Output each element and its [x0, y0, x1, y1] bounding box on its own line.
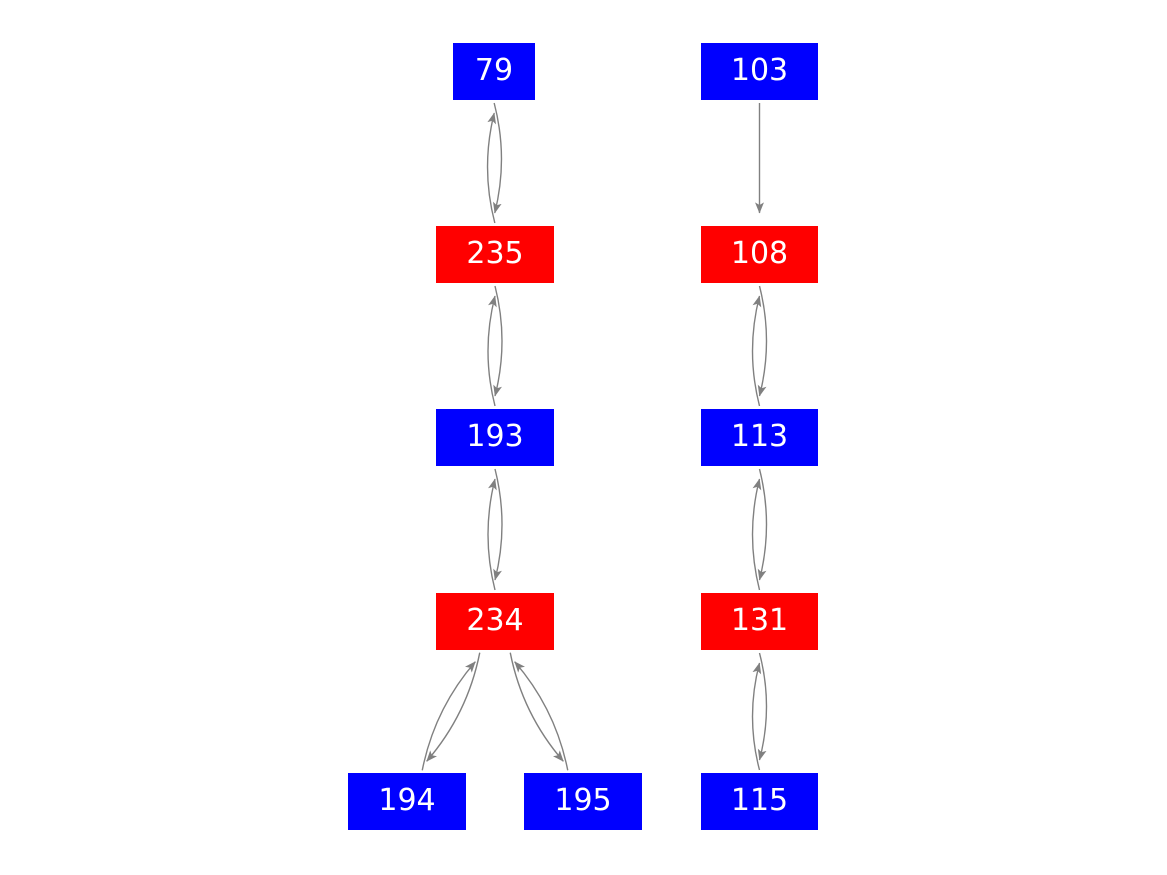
- graph-edge-108-to-113: [757, 285, 768, 397]
- graph-node-194[interactable]: 194: [348, 773, 466, 830]
- graph-node-79[interactable]: 79: [453, 43, 535, 100]
- graph-edge-194-to-234: [421, 661, 476, 771]
- graph-edge-79-to-235: [492, 102, 503, 214]
- graph-edge-193-to-235: [487, 295, 497, 407]
- graph-node-label: 103: [730, 52, 789, 88]
- graph-edge-234-to-193: [487, 478, 497, 591]
- graph-edge-113-to-108: [751, 295, 762, 407]
- graph-node-label: 195: [554, 782, 612, 818]
- graph-node-235[interactable]: 235: [436, 226, 554, 283]
- graph-edge-131-to-115: [757, 652, 768, 761]
- graph-edge-131-to-113: [751, 478, 762, 591]
- graph-node-label: 115: [730, 782, 789, 818]
- graph-node-103[interactable]: 103: [701, 43, 818, 100]
- graph-node-108[interactable]: 108: [701, 226, 818, 283]
- graph-node-label: 235: [466, 235, 524, 271]
- graph-node-label: 193: [466, 418, 524, 454]
- graph-node-label: 113: [730, 418, 789, 454]
- graph-edge-235-to-79: [486, 112, 497, 224]
- graph-edge-234-to-194: [426, 652, 481, 762]
- graph-node-label: 234: [466, 602, 524, 638]
- graph-node-195[interactable]: 195: [524, 773, 642, 830]
- graph-node-label: 194: [378, 782, 436, 818]
- graph-node-label: 131: [730, 602, 789, 638]
- graph-edge-113-to-131: [757, 468, 768, 581]
- graph-edge-234-to-195: [509, 652, 564, 762]
- graph-edge-193-to-234: [493, 468, 503, 581]
- graph-node-label: 79: [474, 52, 514, 88]
- graph-edge-235-to-193: [493, 285, 503, 397]
- graph-edge-115-to-131: [751, 662, 762, 771]
- graph-node-113[interactable]: 113: [701, 409, 818, 466]
- graph-node-193[interactable]: 193: [436, 409, 554, 466]
- graph-node-115[interactable]: 115: [701, 773, 818, 830]
- graph-node-label: 108: [730, 235, 789, 271]
- graph-node-131[interactable]: 131: [701, 593, 818, 650]
- graph-edge-195-to-234: [514, 661, 569, 771]
- graph-node-234[interactable]: 234: [436, 593, 554, 650]
